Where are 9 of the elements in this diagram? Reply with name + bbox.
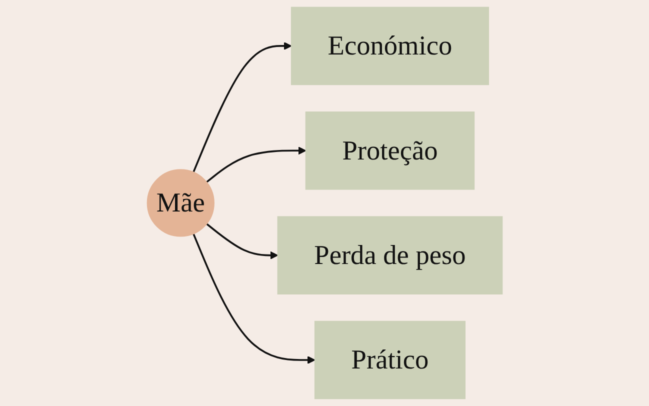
node-box: Perda de peso [277, 216, 502, 294]
arrow [192, 233, 315, 364]
arrow [206, 146, 306, 183]
node-box: Económico [290, 6, 489, 86]
arrow [192, 42, 292, 173]
node-box: Prático [314, 320, 466, 400]
node-circle: Mãe [146, 169, 214, 237]
arrow [206, 223, 278, 260]
node-box: Proteção [305, 112, 474, 190]
